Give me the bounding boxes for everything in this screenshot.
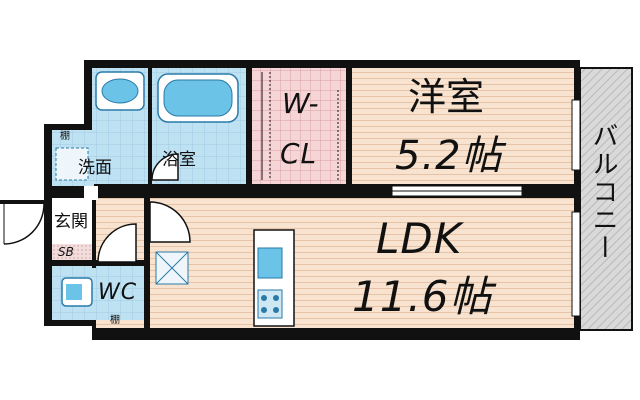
western-room-floor xyxy=(352,68,574,184)
wall-bath-closet xyxy=(246,68,252,184)
shelf-top-label: 棚 xyxy=(60,131,70,142)
closet-rods xyxy=(261,72,339,180)
toilet-label: WC xyxy=(98,280,138,305)
western-room-size: 5.2帖 xyxy=(395,133,503,179)
ldk-label: LDK xyxy=(376,214,463,263)
wall-toilet-top xyxy=(52,260,144,266)
walkin-closet-floor xyxy=(252,68,346,184)
wall-closet-western xyxy=(346,68,352,184)
ldk-floor xyxy=(150,198,574,328)
balcony-area xyxy=(579,67,633,331)
entrance-label: 玄関 xyxy=(54,212,88,232)
walkin-closet-label-line1: W- xyxy=(282,87,320,120)
bath-label: 浴室 xyxy=(162,150,196,170)
wall-hall-ldk xyxy=(144,198,150,328)
washroom-label: 洗面 xyxy=(78,158,112,178)
western-room-label: 洋室 xyxy=(408,75,485,119)
shelf-bottom-label: 棚 xyxy=(110,315,120,326)
balcony-label: バルコニー xyxy=(588,122,618,262)
entrance-door-swing xyxy=(3,203,45,245)
shoe-box xyxy=(52,244,92,260)
washing-machine xyxy=(55,147,89,181)
walkin-closet-label-line2: CL xyxy=(280,137,318,170)
shoe-box-label: SB xyxy=(58,245,74,259)
ldk-size: 11.6帖 xyxy=(352,272,493,321)
wall-entrance xyxy=(92,186,96,268)
wall-wash-bath xyxy=(148,68,152,184)
kitchen-counter xyxy=(253,229,295,327)
storage-box xyxy=(155,251,189,285)
